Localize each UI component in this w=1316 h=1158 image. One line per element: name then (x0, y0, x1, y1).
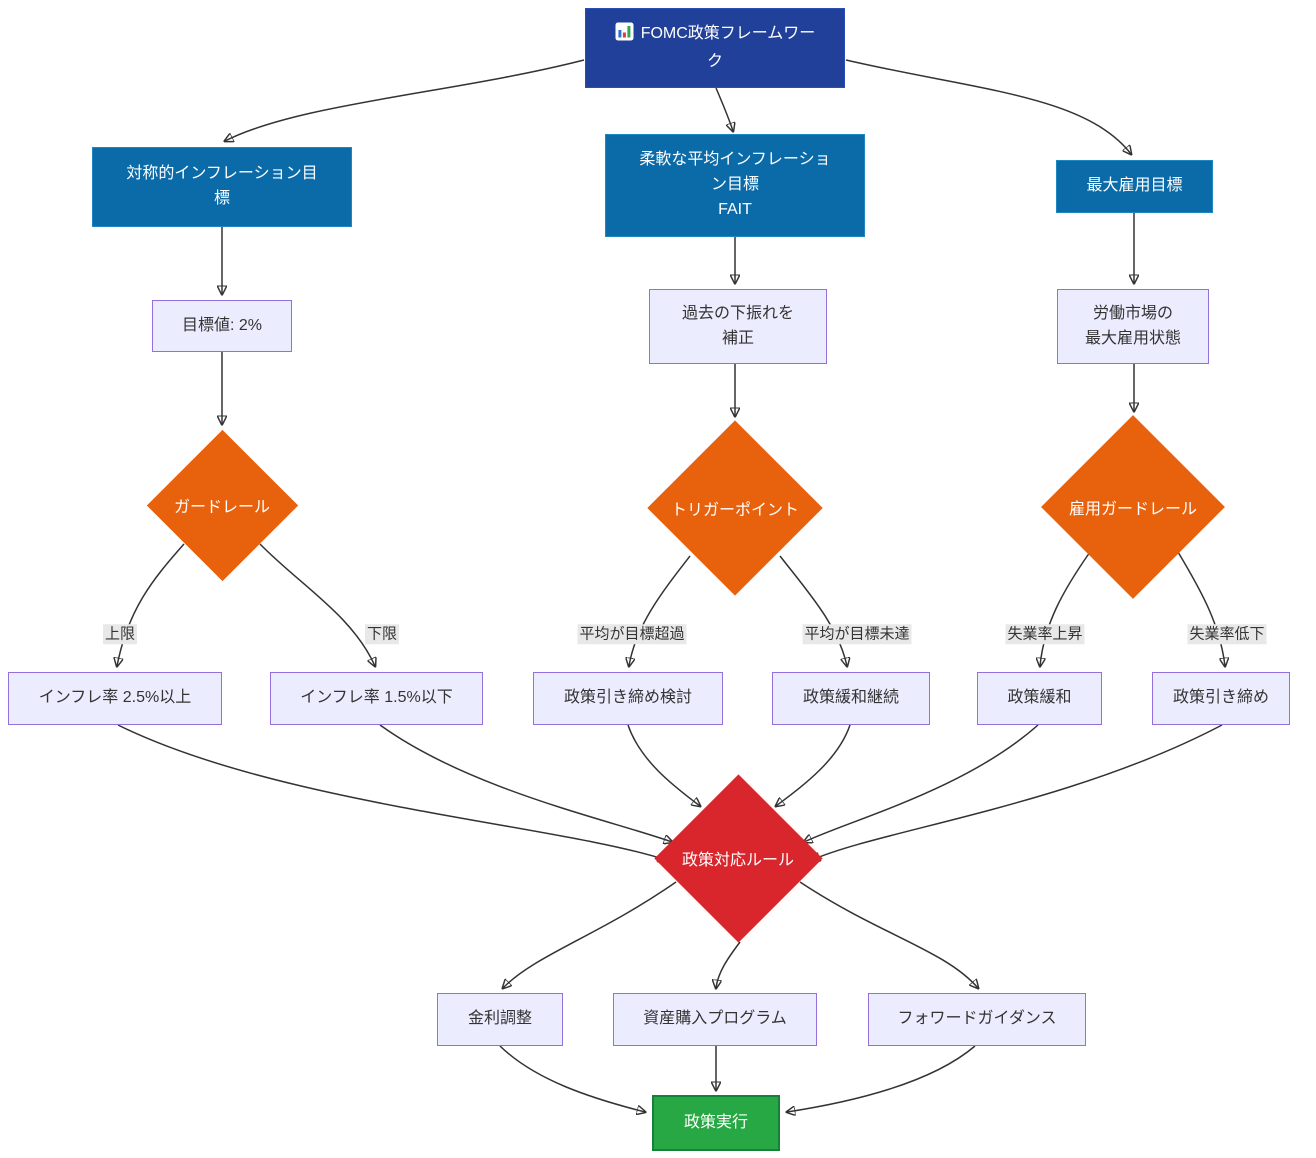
node-label: インフレ率 2.5%以上 (38, 689, 192, 707)
decision-guardrail: ガードレール (146, 429, 298, 581)
edge-label-unemployment-down: 失業率低下 (1187, 624, 1267, 644)
node-forward-guidance: フォワードガイダンス (868, 993, 1086, 1046)
node-label: ク (706, 52, 723, 70)
decision-employment-guardrail: 雇用ガードレール (1041, 415, 1225, 599)
node-label: ガードレール (173, 499, 270, 516)
node-symmetric-inflation-target: 対称的インフレーション目 標 (92, 147, 352, 227)
node-fait: 柔軟な平均インフレーショ ン目標 FAIT (605, 134, 865, 237)
node-label: 最大雇用状態 (1084, 329, 1181, 347)
edge-label-lower-bound: 下限 (364, 624, 400, 644)
edge-paths (117, 59, 1225, 1112)
node-rate-adjustment: 金利調整 (437, 993, 563, 1046)
node-label: 柔軟な平均インフレーショ (639, 151, 831, 169)
edge-label-avg-under-target: 平均が目標未達 (802, 624, 912, 644)
edge-label-avg-over-target: 平均が目標超過 (577, 624, 687, 644)
bar-chart-icon (615, 22, 634, 50)
node-label: FAIT (718, 200, 752, 218)
node-label: ン目標 (710, 176, 759, 194)
node-max-employment-target: 最大雇用目標 (1056, 160, 1213, 213)
node-label: 労働市場の (1092, 304, 1173, 322)
node-label: トリガーポイント (670, 502, 799, 519)
node-label: インフレ率 1.5%以下 (300, 689, 453, 707)
edge-label-upper-bound: 上限 (102, 624, 138, 644)
node-label: フォワードガイダンス (897, 1010, 1057, 1028)
node-inflation-below-1-5: インフレ率 1.5%以下 (270, 672, 483, 725)
edge-label-unemployment-up: 失業率上昇 (1005, 624, 1085, 644)
node-policy-tightening: 政策引き締め (1152, 672, 1290, 725)
decision-policy-response-rule: 政策対応ルール (653, 773, 823, 943)
node-label: 政策緩和 (1007, 689, 1072, 707)
node-label: 補正 (721, 329, 754, 347)
node-policy-easing: 政策緩和 (977, 672, 1102, 725)
node-makeup-shortfall: 過去の下振れを 補正 (649, 289, 827, 364)
node-fomc-framework: FOMC政策フレームワー ク (585, 8, 845, 88)
node-inflation-above-2-5: インフレ率 2.5%以上 (8, 672, 222, 725)
node-label: 標 (213, 190, 230, 207)
node-label: 過去の下振れを (681, 304, 794, 322)
node-label: 政策緩和継続 (802, 689, 899, 707)
node-label: 政策対応ルール (681, 852, 794, 869)
node-label: 対称的インフレーション目 (126, 165, 318, 183)
node-tightening-consideration: 政策引き締め検討 (533, 672, 723, 725)
node-label: 政策引き締め検討 (563, 689, 692, 707)
decision-trigger-point: トリガーポイント (647, 420, 823, 596)
node-label: 政策引き締め (1172, 689, 1269, 707)
node-label: 資産購入プログラム (643, 1010, 787, 1028)
node-labor-market-state: 労働市場の 最大雇用状態 (1057, 289, 1209, 364)
node-target-value: 目標値: 2% (152, 300, 292, 352)
node-label: 金利調整 (467, 1010, 532, 1028)
node-policy-execution: 政策実行 (652, 1095, 780, 1151)
node-label: 目標値: 2% (181, 316, 263, 334)
node-label: 雇用ガードレール (1068, 501, 1197, 518)
node-easing-continue: 政策緩和継続 (772, 672, 930, 725)
node-label: FOMC政策フレームワー (640, 24, 816, 42)
node-label: 政策実行 (683, 1113, 748, 1131)
node-label: 最大雇用目標 (1086, 177, 1183, 195)
node-asset-purchase-program: 資産購入プログラム (613, 993, 817, 1046)
